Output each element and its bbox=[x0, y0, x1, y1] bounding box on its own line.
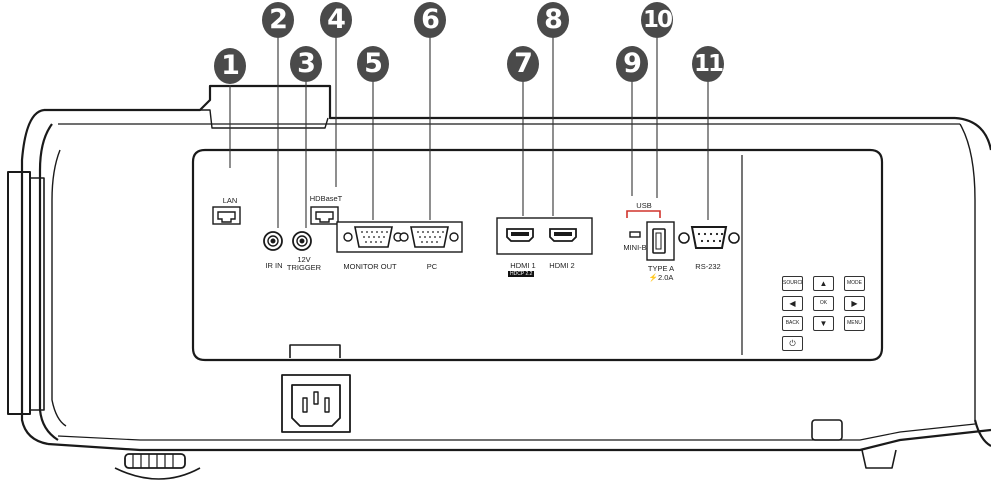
hdcp-badge: HDCP 2.2 bbox=[508, 271, 535, 277]
callout-10: 10 bbox=[641, 2, 673, 38]
ir-in-label: IR IN bbox=[265, 261, 283, 270]
down-button[interactable]: ▼ bbox=[813, 316, 834, 331]
callout-5: 5 bbox=[357, 46, 389, 82]
rs232-label: RS-232 bbox=[695, 262, 721, 271]
up-button[interactable]: ▲ bbox=[813, 276, 834, 291]
power-button[interactable]: ⏻ bbox=[782, 336, 803, 351]
hdmi2-label: HDMI 2 bbox=[549, 261, 575, 270]
callout-8: 8 bbox=[537, 2, 569, 38]
monitor-out-label: MONITOR OUT bbox=[343, 262, 397, 271]
hdbaset-label: HDBaseT bbox=[309, 194, 343, 203]
callout-11: 11 bbox=[692, 46, 724, 82]
lan-label: LAN bbox=[222, 196, 238, 205]
callout-9: 9 bbox=[616, 46, 648, 82]
trigger-label-line2: TRIGGER bbox=[286, 263, 322, 272]
left-button[interactable]: ◀ bbox=[782, 296, 803, 311]
ok-button[interactable]: OK bbox=[813, 296, 834, 311]
hdmi1-label: HDMI 1 bbox=[510, 261, 536, 270]
back-button[interactable]: BACK bbox=[782, 316, 803, 331]
callout-4: 4 bbox=[320, 2, 352, 38]
callout-6: 6 bbox=[414, 2, 446, 38]
pc-label: PC bbox=[426, 262, 438, 271]
source-button[interactable]: SOURCE bbox=[782, 276, 803, 291]
usb-label: USB bbox=[636, 201, 652, 210]
callout-1: 1 bbox=[214, 48, 246, 84]
trigger-label-line1: 12V bbox=[297, 255, 311, 264]
callout-3: 3 bbox=[290, 46, 322, 82]
type-a-label-line2: ⚡2.0A bbox=[648, 273, 674, 282]
menu-button[interactable]: MENU bbox=[844, 316, 865, 331]
mini-b-label: MINI-B bbox=[623, 243, 647, 252]
mode-button[interactable]: MODE bbox=[844, 276, 865, 291]
lan-jack bbox=[212, 206, 241, 225]
right-button[interactable]: ▶ bbox=[844, 296, 865, 311]
callout-2: 2 bbox=[262, 2, 294, 38]
callout-7: 7 bbox=[507, 46, 539, 82]
type-a-label-line1: TYPE A bbox=[647, 264, 675, 273]
